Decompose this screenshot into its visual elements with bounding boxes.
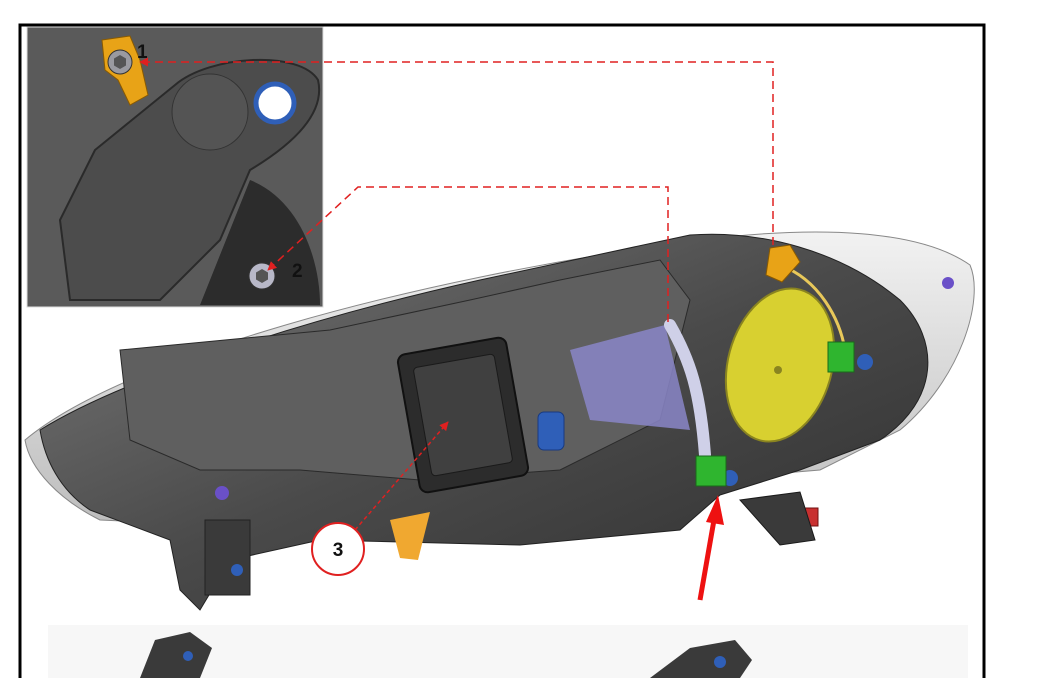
inset-bore xyxy=(253,81,297,125)
bottom-bracket-right xyxy=(650,640,752,678)
inset-detail-view xyxy=(26,26,324,308)
connector-port-left xyxy=(231,564,243,576)
adjuster-rod xyxy=(664,319,711,461)
screw-1-hex xyxy=(114,55,126,69)
bottom-bracket-left xyxy=(140,632,212,678)
callout-1-label: 1 xyxy=(137,42,148,63)
red-pointer-arrow-head xyxy=(706,495,724,525)
blue-connector-center xyxy=(537,411,565,451)
headlamp-assembly xyxy=(24,231,975,611)
leader-line-3 xyxy=(354,421,449,531)
green-clip-bottom xyxy=(695,455,727,487)
bottom-bracket-left-hole xyxy=(183,651,193,661)
inset-housing-shadow xyxy=(200,180,320,305)
orange-bracket-lower xyxy=(390,512,430,560)
leader-line-2 xyxy=(267,186,669,322)
blue-fastener-right xyxy=(857,354,873,370)
control-module-cover xyxy=(413,353,513,477)
leader-line-1 xyxy=(139,57,774,245)
callout-3-circle xyxy=(311,522,365,576)
inset-mount-plate xyxy=(58,58,321,301)
screw-2-hex xyxy=(256,269,268,283)
callout-2-label: 2 xyxy=(292,261,303,282)
orange-bracket-main xyxy=(765,244,801,283)
purple-fastener xyxy=(215,486,229,500)
inset-adjuster-disc xyxy=(171,73,249,151)
lower-bracket-right xyxy=(739,491,816,546)
purple-fastener-right xyxy=(942,277,954,289)
reflector-panel xyxy=(570,325,690,430)
bottom-bracket-right-hole xyxy=(714,656,726,668)
bulb-cover-cap xyxy=(724,287,836,443)
inset-border xyxy=(26,26,324,308)
bulb-cover-center xyxy=(774,366,782,374)
red-pointer-arrow-shaft xyxy=(697,519,717,601)
callout-3-label: 3 xyxy=(333,540,344,561)
mounting-tab-left xyxy=(204,519,251,596)
green-clip-right xyxy=(827,341,855,373)
